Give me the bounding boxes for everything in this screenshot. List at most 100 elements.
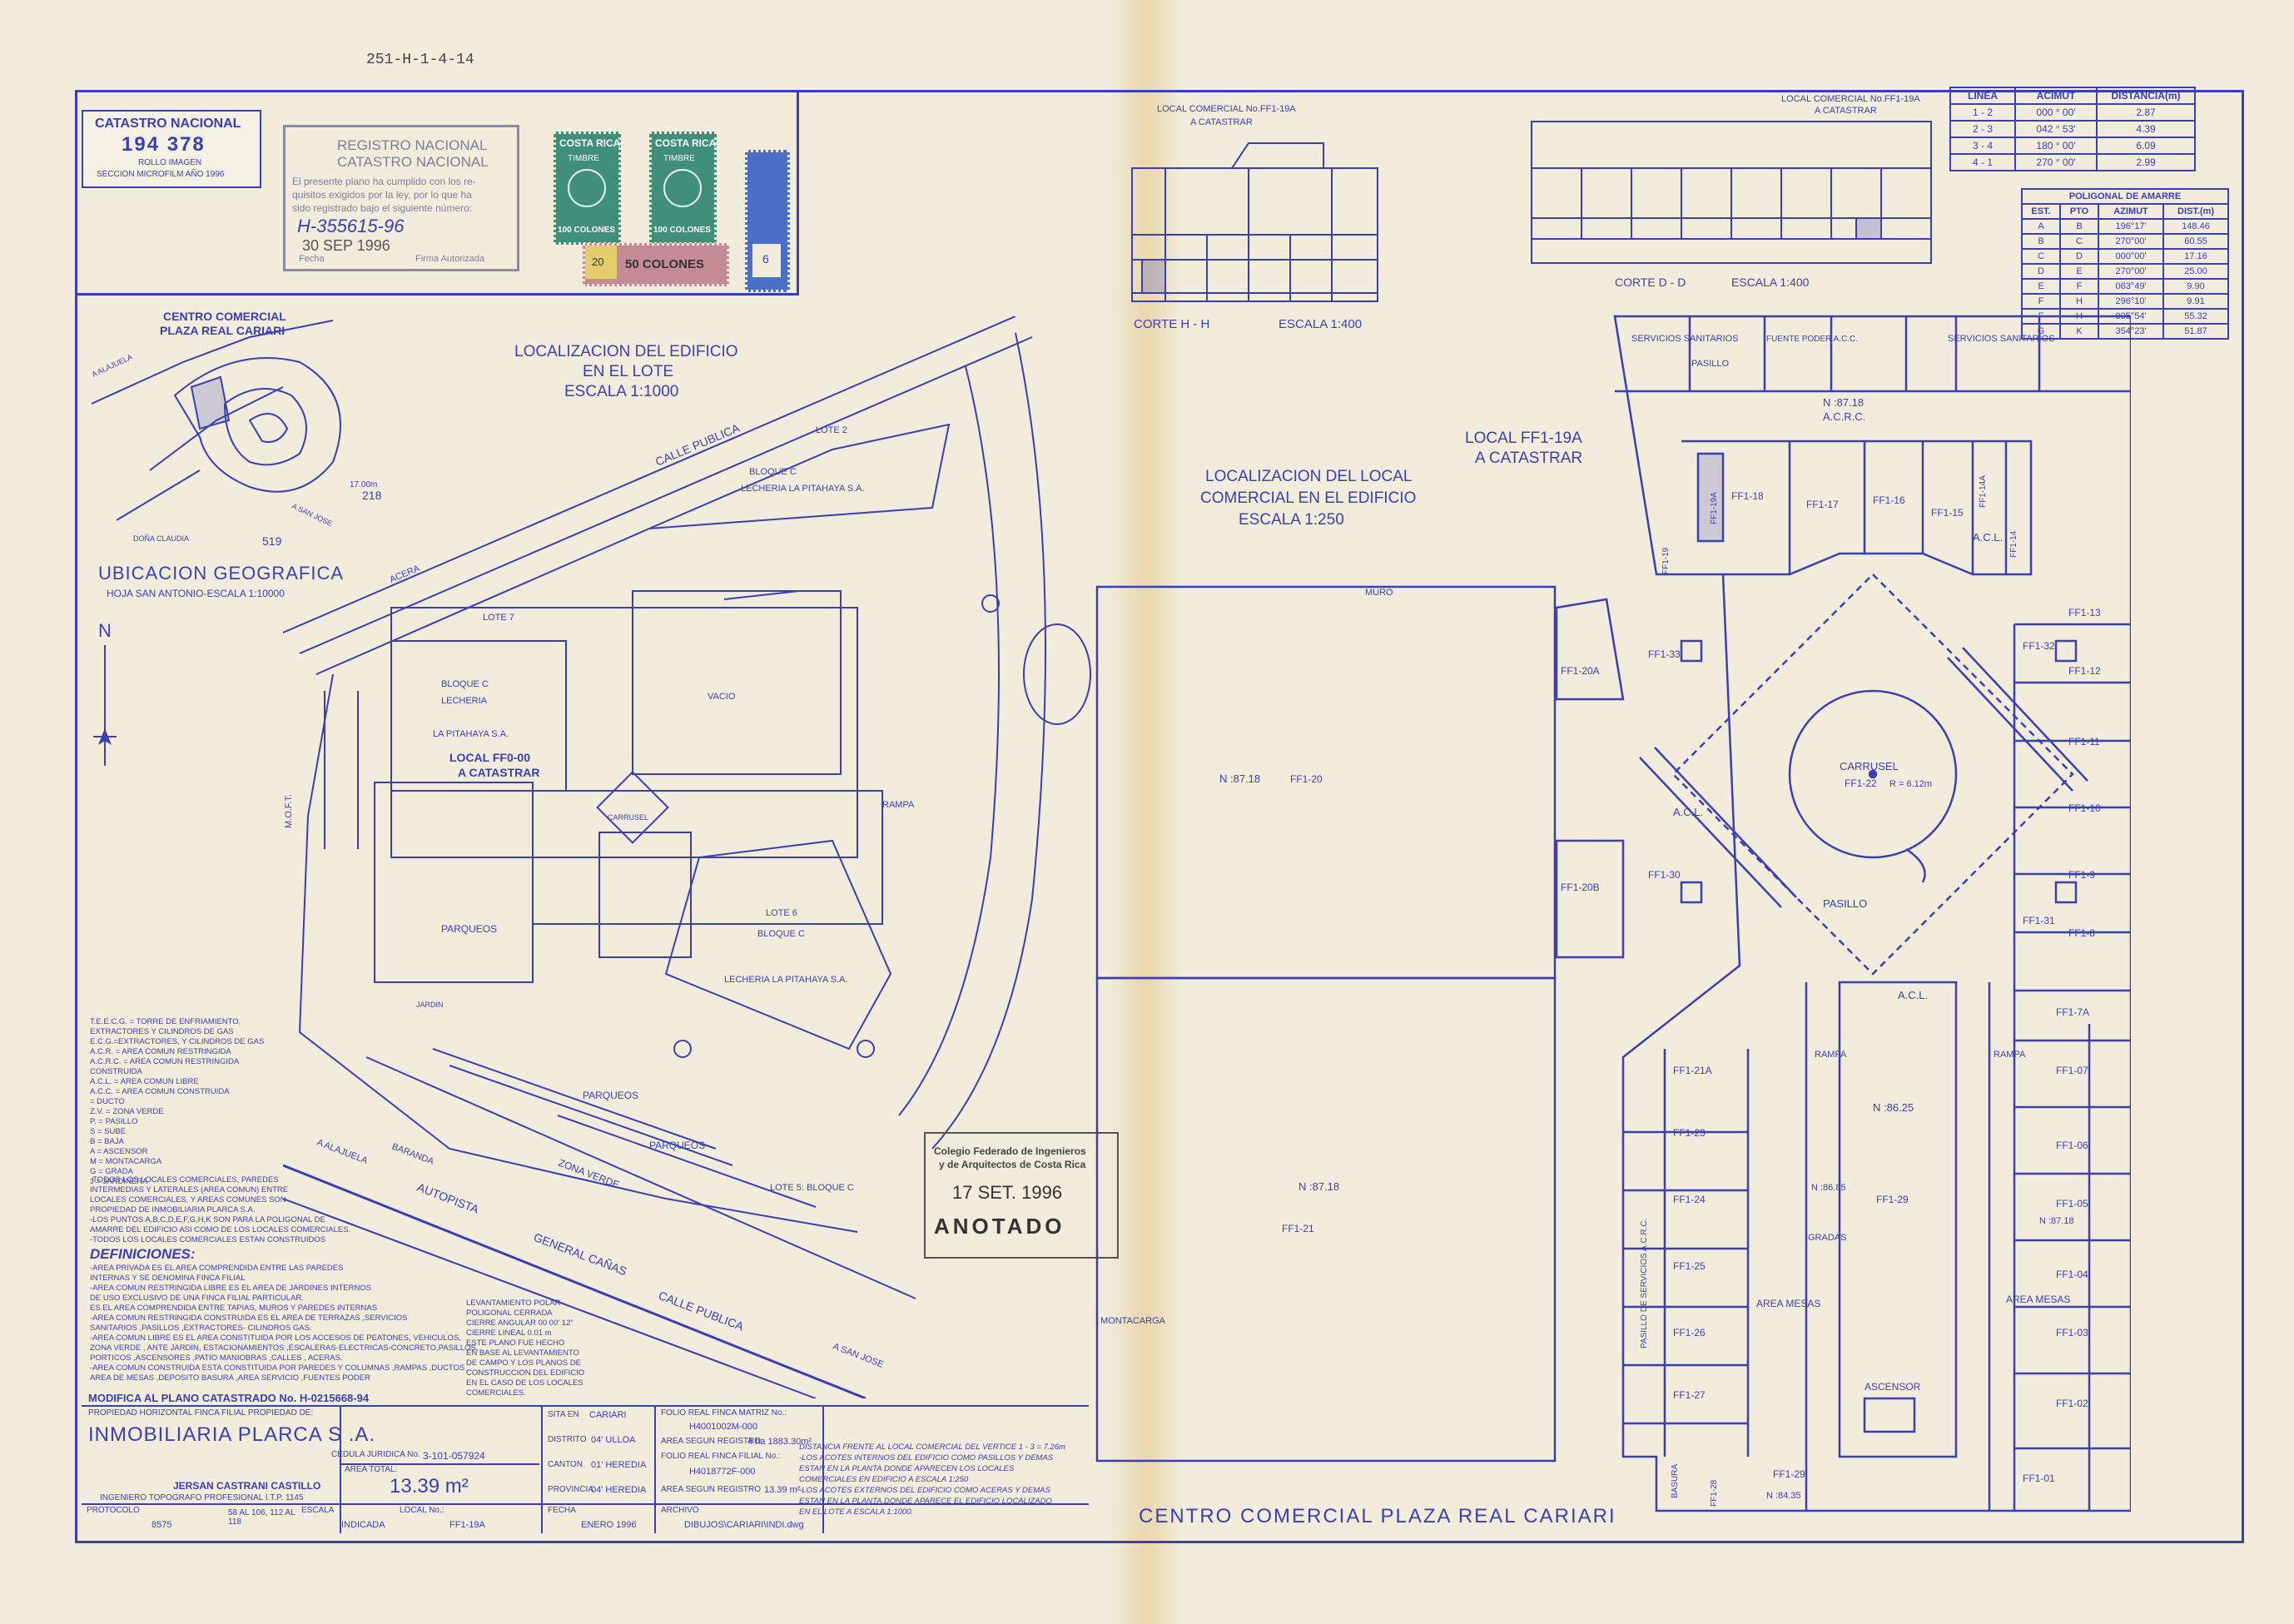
fp-unit-top-2: FF1-16: [1873, 494, 1905, 506]
fp-text-montacarga: MONTACARGA: [1100, 1316, 1166, 1326]
bottom-note-4: -LOS ACOTES EXTERNOS DEL EDIFICIO COMO A…: [799, 1486, 1050, 1495]
hh-label: CORTE H - H: [1134, 317, 1209, 331]
pol-cell: A: [2021, 218, 2061, 235]
dd-hatch: [1855, 217, 1882, 240]
site-highway-1: [283, 1164, 866, 1398]
site-acera: ACERA: [388, 564, 421, 585]
site-lote2: [648, 423, 951, 529]
hh-roof: [1132, 142, 1378, 169]
fp-unit-top-4: FF1-14A: [1979, 475, 1988, 508]
fiscal-stamp-yellow: 20: [585, 246, 617, 279]
linea-cell: 2.99: [2096, 153, 2196, 171]
pol-cell: 9.90: [2162, 278, 2229, 295]
tb-escala: INDICADA: [341, 1520, 385, 1530]
legend-line-14: M = MONTACARGA: [90, 1157, 162, 1166]
pol-cell: C: [2059, 233, 2099, 250]
fp-unit-left-7: FF1-25: [1673, 1260, 1706, 1272]
note-line-6: -TODOS LOS LOCALES COMERCIALES ESTAN CON…: [90, 1235, 326, 1244]
floor-title1: LOCALIZACION DEL LOCAL: [1205, 468, 1413, 485]
fp-text-rampa: RAMPA: [1815, 1050, 1847, 1060]
legend-abbreviations: T.E.E.C.G. = TORRE DE ENFRIAMIENTO, EXTR…: [90, 1017, 356, 1187]
site-carrusel-diamond: [596, 771, 669, 844]
site-bloque-c-top: BLOQUE C: [749, 467, 797, 477]
fiscal-stamp-small: 20: [592, 256, 604, 268]
fp-text-n8685: N :86.85: [1811, 1183, 1846, 1193]
registro-number: H-355615-96: [297, 216, 405, 236]
fiscal-stamp-50: 20 50 COLONES: [583, 243, 729, 286]
legend-line-12: B = BAJA: [90, 1137, 124, 1146]
catastro-line2: SECCION MICROFILM AÑO 1996: [97, 170, 225, 179]
registro-text3: sido registrado bajo el siguiente número…: [292, 202, 473, 214]
site-jardin: JARDIN: [416, 1001, 444, 1009]
stamp-timbre-1: TIMBRE: [568, 154, 599, 163]
fp-unit-top-6: FF1-19: [1661, 547, 1671, 574]
catastro-line1: ROLLO IMAGEN: [138, 158, 202, 167]
tb-provincia: 04' HEREDIA: [591, 1485, 647, 1495]
lev-line-6: DE CAMPO Y LOS PLANOS DE: [466, 1358, 581, 1368]
fp-text-acl-left: A.C.L.: [1673, 806, 1703, 818]
map-title1: CENTRO COMERCIAL: [163, 310, 286, 323]
bottom-note-0: DISTANCIA FRENTE AL LOCAL COMERCIAL DEL …: [799, 1443, 1066, 1452]
site-point-b: [857, 1040, 875, 1058]
fp-ff1-29: [1838, 981, 1958, 1458]
fp-escalator-left: [1639, 747, 1797, 908]
pol-cell: F: [2021, 293, 2061, 310]
site-calle-publica-2: CALLE PUBLICA: [657, 1289, 746, 1333]
fp-text-acrc: A.C.R.C.: [1823, 410, 1865, 423]
legend-line-16: J = JARDINERA: [90, 1177, 148, 1186]
fp-text-pasillo-servicios: PASILLO DE SERVICIOS A.C.R.C.: [1640, 1219, 1649, 1348]
fp-text-basura: BASURA: [1671, 1464, 1680, 1498]
site-plan-title2: EN EL LOTE: [583, 363, 674, 380]
pol-cell: 270°00': [2098, 233, 2164, 250]
tb-protocolo-label: PROTOCOLO: [87, 1506, 140, 1515]
lev-line-3: CIERRE LINEAL 0.01 m: [466, 1329, 552, 1338]
legend-line-7: A.C.C. = AREA COMUN CONSTRUIDA: [90, 1087, 230, 1096]
pol-cell: 000°00': [2098, 248, 2164, 265]
definiciones-title: DEFINICIONES:: [90, 1246, 196, 1262]
tb-area-registro: 4 ha 1883.30m²: [747, 1437, 812, 1447]
site-lote6: [664, 839, 892, 1050]
site-lot-boundary: [298, 673, 858, 1233]
site-zona-verde-label: ZONA VERDE: [557, 1157, 621, 1191]
pol-cell: B: [2059, 218, 2099, 235]
levantamiento-notes: LEVANTAMIENTO POLAR POLIGONAL CERRADA CI…: [466, 1299, 633, 1398]
fp-ff1-30-box: [1680, 881, 1703, 904]
site-lote2-label: LOTE 2: [816, 425, 847, 435]
map-label-519: 519: [262, 534, 282, 545]
dd-title1: LOCAL COMERCIAL No.FF1-19A: [1781, 94, 1920, 104]
site-lecheria-left: LECHERIA: [441, 696, 488, 706]
site-lote6: LOTE 6: [766, 908, 797, 918]
linea-cell: 000 ° 00': [2014, 103, 2098, 122]
tb-engineer-title: INGENIERO TOPOGRAFO PROFESIONAL I.T.P. 1…: [100, 1493, 304, 1502]
tb-folio-filial-label: FOLIO REAL FINCA FILIAL No.:: [661, 1452, 781, 1461]
north-letter: N: [98, 620, 112, 641]
linea-cell: 6.09: [2096, 137, 2196, 155]
def-line-5: -AREA COMUN RESTRINGIDA CONSTRUIDA ES EL…: [90, 1314, 408, 1323]
pol-cell: 51.87: [2162, 323, 2229, 340]
fp-text-ff1-22: FF1-22: [1845, 777, 1877, 789]
colegio-line2: y de Arquitectos de Costa Rica: [939, 1159, 1086, 1170]
legend-line-0: T.E.E.C.G. = TORRE DE ENFRIAMIENTO,: [90, 1017, 241, 1026]
def-line-10: -AREA COMUN CONSTRUIDA ESTA CONSTITUIDA …: [90, 1363, 469, 1373]
legend-line-8: = DUCTO: [90, 1097, 125, 1106]
table-row: 3 - 4 180 ° 00' 6.09: [1949, 137, 2196, 155]
site-street-edge-3: [315, 528, 650, 675]
floor-title2: COMERCIAL EN EL EDIFICIO: [1200, 489, 1417, 507]
site-parking-row-1: [432, 1048, 717, 1150]
fp-text-n8718-bottom: N :87.18: [1298, 1180, 1339, 1193]
hh-scale: ESCALA 1:400: [1279, 317, 1362, 331]
fp-unit-top-5: FF1-14: [2009, 530, 2018, 558]
lev-line-5: EN BASE AL LEVANTAMIENTO: [466, 1348, 579, 1358]
fp-ff1-33-box: [1680, 639, 1703, 663]
legend-line-11: S = SUBE: [90, 1127, 127, 1136]
site-plan-title1: LOCALIZACION DEL EDIFICIO: [514, 343, 738, 360]
fp-text-pasillo: PASILLO: [1823, 897, 1867, 910]
tb-col-4: [822, 1405, 824, 1533]
site-bloque-c-left: BLOQUE C: [441, 679, 489, 689]
fp-unit-center-0: FF1-32: [2023, 640, 2055, 652]
registro-title1: REGISTRO NACIONAL: [337, 137, 488, 153]
site-right-road: [931, 332, 1046, 1150]
pol-cell: E: [2059, 263, 2099, 280]
fp-ff1-32-box: [2054, 639, 2078, 663]
fp-text-pasillo-top: PASILLO: [1691, 359, 1729, 369]
